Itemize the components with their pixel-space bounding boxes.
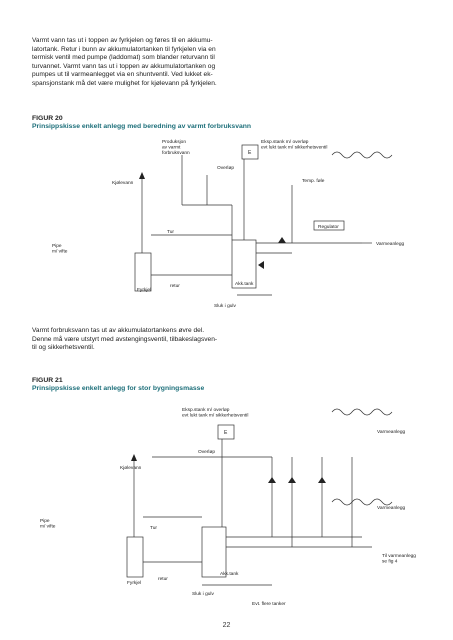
label-kjolevann: Kjølevann bbox=[112, 180, 134, 186]
figure-21-number: FIGUR 21 bbox=[32, 377, 63, 384]
label-evt-flere: Evt. flere tanker bbox=[252, 601, 286, 607]
regulator-box bbox=[313, 220, 345, 231]
fyrkjel-shape-21 bbox=[126, 536, 144, 578]
chimney-arrow-icon bbox=[139, 172, 145, 179]
label-retur-21: retur bbox=[158, 576, 168, 582]
label-sluk: Sluk i gulv bbox=[214, 303, 236, 309]
akk-tank-shape bbox=[231, 239, 257, 289]
pump-symbol-3 bbox=[318, 477, 326, 483]
label-overlop: Overløp bbox=[217, 165, 234, 171]
label-fyrkjel: Fyrkjel bbox=[137, 287, 151, 293]
figure-20-heading: FIGUR 20 Prinsippskisse enkelt anlegg me… bbox=[32, 115, 251, 132]
pump-symbol-1 bbox=[268, 477, 276, 483]
label-varmeanlegg-mid: Varmeanlegg bbox=[377, 505, 406, 511]
intro-paragraph: Varmt vann tas ut i toppen av fyrkjelen … bbox=[32, 37, 217, 87]
page-number: 22 bbox=[222, 622, 231, 629]
expansion-tank-e bbox=[241, 144, 259, 160]
label-retur: retur bbox=[170, 283, 180, 289]
akk-tank-shape-21 bbox=[201, 526, 227, 578]
label-e-21: E bbox=[224, 430, 228, 436]
label-overlop-21: Overløp bbox=[198, 449, 215, 455]
label-e: E bbox=[248, 150, 252, 156]
pump-symbol bbox=[278, 237, 286, 243]
label-regulator: Regulator bbox=[318, 224, 339, 230]
fyrkjel-shape bbox=[134, 252, 152, 292]
label-kjolevann-21: Kjølevann bbox=[120, 465, 142, 471]
expansion-tank-e-21 bbox=[217, 424, 235, 440]
chimney-arrow-icon-21 bbox=[131, 454, 137, 461]
valve-symbol bbox=[258, 261, 264, 269]
label-akk-tank-21: Akk.tank bbox=[220, 571, 239, 577]
figure-20-caption: Prinsippskisse enkelt anlegg med beredni… bbox=[32, 123, 252, 131]
middle-paragraph: Varmt forbruksvann tas ut av akkumulator… bbox=[32, 327, 218, 352]
label-temp-foler: Temp. føle bbox=[302, 178, 325, 184]
figure-21-heading: FIGUR 21 Prinsippskisse enkelt anlegg fo… bbox=[32, 377, 204, 394]
label-varmeanlegg-top: Varmeanlegg bbox=[377, 429, 406, 435]
figure-21-caption: Prinsippskisse enkelt anlegg for stor by… bbox=[32, 385, 205, 393]
label-sluk-21: Sluk i gulv bbox=[192, 591, 214, 597]
pump-symbol-2 bbox=[288, 477, 296, 483]
label-akk-tank: Akk.tank bbox=[235, 281, 254, 287]
figure-20-number: FIGUR 20 bbox=[32, 115, 63, 122]
label-varmeanlegg: Varmeanlegg bbox=[376, 241, 405, 247]
label-tur: Tur bbox=[167, 229, 174, 235]
label-tur-21: Tur bbox=[150, 525, 157, 531]
label-fyrkjel-21: Fyrkjel bbox=[127, 580, 141, 586]
